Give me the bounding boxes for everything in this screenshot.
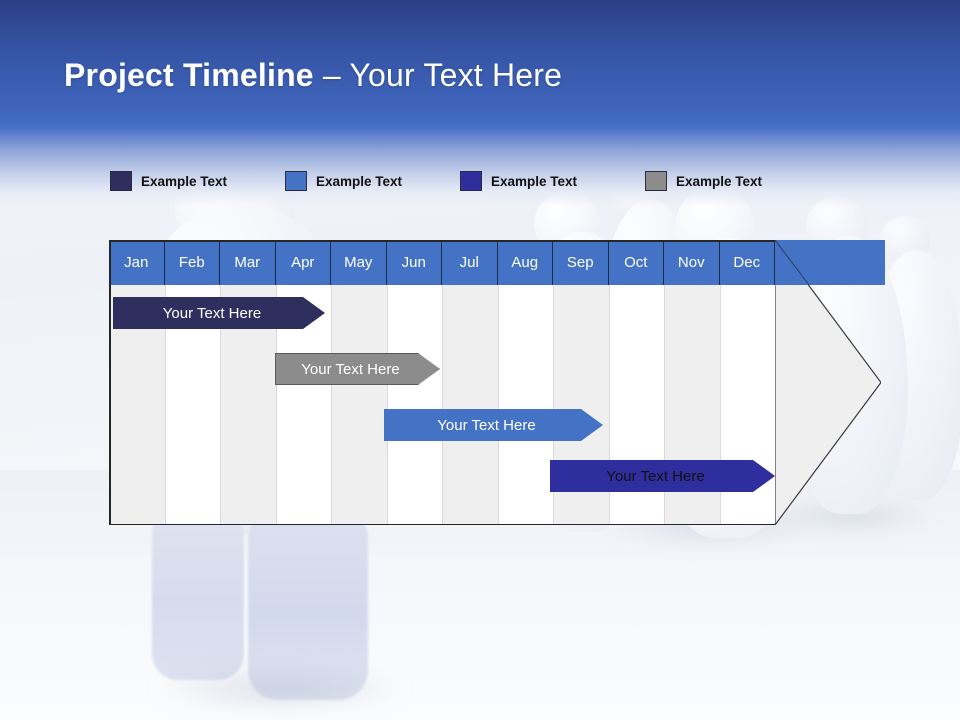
month-header-sep[interactable]: Sep — [553, 240, 609, 285]
task-bar-1[interactable]: Your Text Here — [113, 297, 325, 329]
grid-line — [220, 285, 221, 525]
title-band-fade — [0, 128, 960, 206]
task-bar-3[interactable]: Your Text Here — [384, 409, 603, 441]
legend-label-4: Example Text — [676, 173, 763, 189]
page-title: Project Timeline – Your Text Here — [64, 57, 562, 94]
arrow-head-header-wedge-icon — [775, 240, 810, 286]
month-column-mar — [220, 240, 276, 525]
legend-swatch-blue-icon — [285, 171, 307, 191]
month-header-aug[interactable]: Aug — [497, 240, 553, 285]
grid-line — [608, 285, 610, 525]
grid-line — [497, 285, 499, 525]
month-header-nov[interactable]: Nov — [664, 240, 720, 285]
legend: Example Text Example Text Example Text E… — [110, 168, 830, 194]
legend-swatch-navy-icon — [110, 171, 132, 191]
chart-border-bottom — [109, 523, 775, 525]
page-title-bold: Project Timeline — [64, 57, 314, 93]
month-header-jul[interactable]: Jul — [442, 240, 498, 285]
grid-line — [331, 285, 332, 525]
grid-line — [275, 285, 277, 525]
task-bar-1-label: Your Text Here — [162, 304, 262, 322]
month-header-may[interactable]: May — [331, 240, 387, 285]
timeline-arrow-head-icon — [775, 240, 881, 525]
task-bar-4[interactable]: Your Text Here — [550, 460, 775, 492]
grid-line — [664, 285, 665, 525]
legend-item-3[interactable]: Example Text — [460, 168, 577, 194]
foreground-figure-leg-icon — [248, 505, 368, 700]
chart-border-left — [109, 240, 111, 525]
legend-item-2[interactable]: Example Text — [285, 168, 402, 194]
month-header-mar[interactable]: Mar — [220, 240, 276, 285]
task-bar-2[interactable]: Your Text Here — [275, 353, 440, 385]
month-header-apr[interactable]: Apr — [275, 240, 331, 285]
month-column-jan — [109, 240, 165, 525]
legend-item-4[interactable]: Example Text — [645, 168, 762, 194]
task-bar-2-label: Your Text Here — [301, 360, 400, 378]
legend-item-1[interactable]: Example Text — [110, 168, 227, 194]
month-column-aug — [497, 240, 553, 525]
month-header-oct[interactable]: Oct — [608, 240, 664, 285]
legend-label-2: Example Text — [316, 173, 403, 189]
legend-swatch-indigo-icon — [460, 171, 482, 191]
task-bar-3-label: Your Text Here — [437, 416, 536, 434]
figure-shadow — [150, 665, 410, 713]
page-title-light: Your Text Here — [349, 57, 563, 93]
grid-line — [442, 285, 443, 525]
month-column-feb — [164, 240, 220, 525]
title-band — [0, 0, 960, 128]
legend-label-3: Example Text — [491, 173, 578, 189]
foreground-figure-leg-icon — [152, 505, 244, 680]
legend-label-1: Example Text — [141, 173, 228, 189]
chart-border-top — [109, 240, 775, 242]
grid-line — [386, 285, 388, 525]
timeline-grid: Jan Feb Mar Apr May Jun Jul Aug Sep Oct … — [109, 240, 885, 525]
month-header-jun[interactable]: Jun — [386, 240, 442, 285]
month-header-dec[interactable]: Dec — [719, 240, 775, 285]
grid-line — [719, 285, 721, 525]
timeline-arrow-head — [775, 240, 881, 525]
month-column-jul — [442, 240, 498, 525]
task-bar-4-label: Your Text Here — [606, 467, 705, 485]
legend-swatch-gray-icon — [645, 171, 667, 191]
page-title-separator: – — [313, 57, 350, 93]
month-header-feb[interactable]: Feb — [164, 240, 220, 285]
grid-line — [553, 285, 554, 525]
grid-line — [164, 285, 166, 525]
month-header-jan[interactable]: Jan — [109, 240, 165, 285]
